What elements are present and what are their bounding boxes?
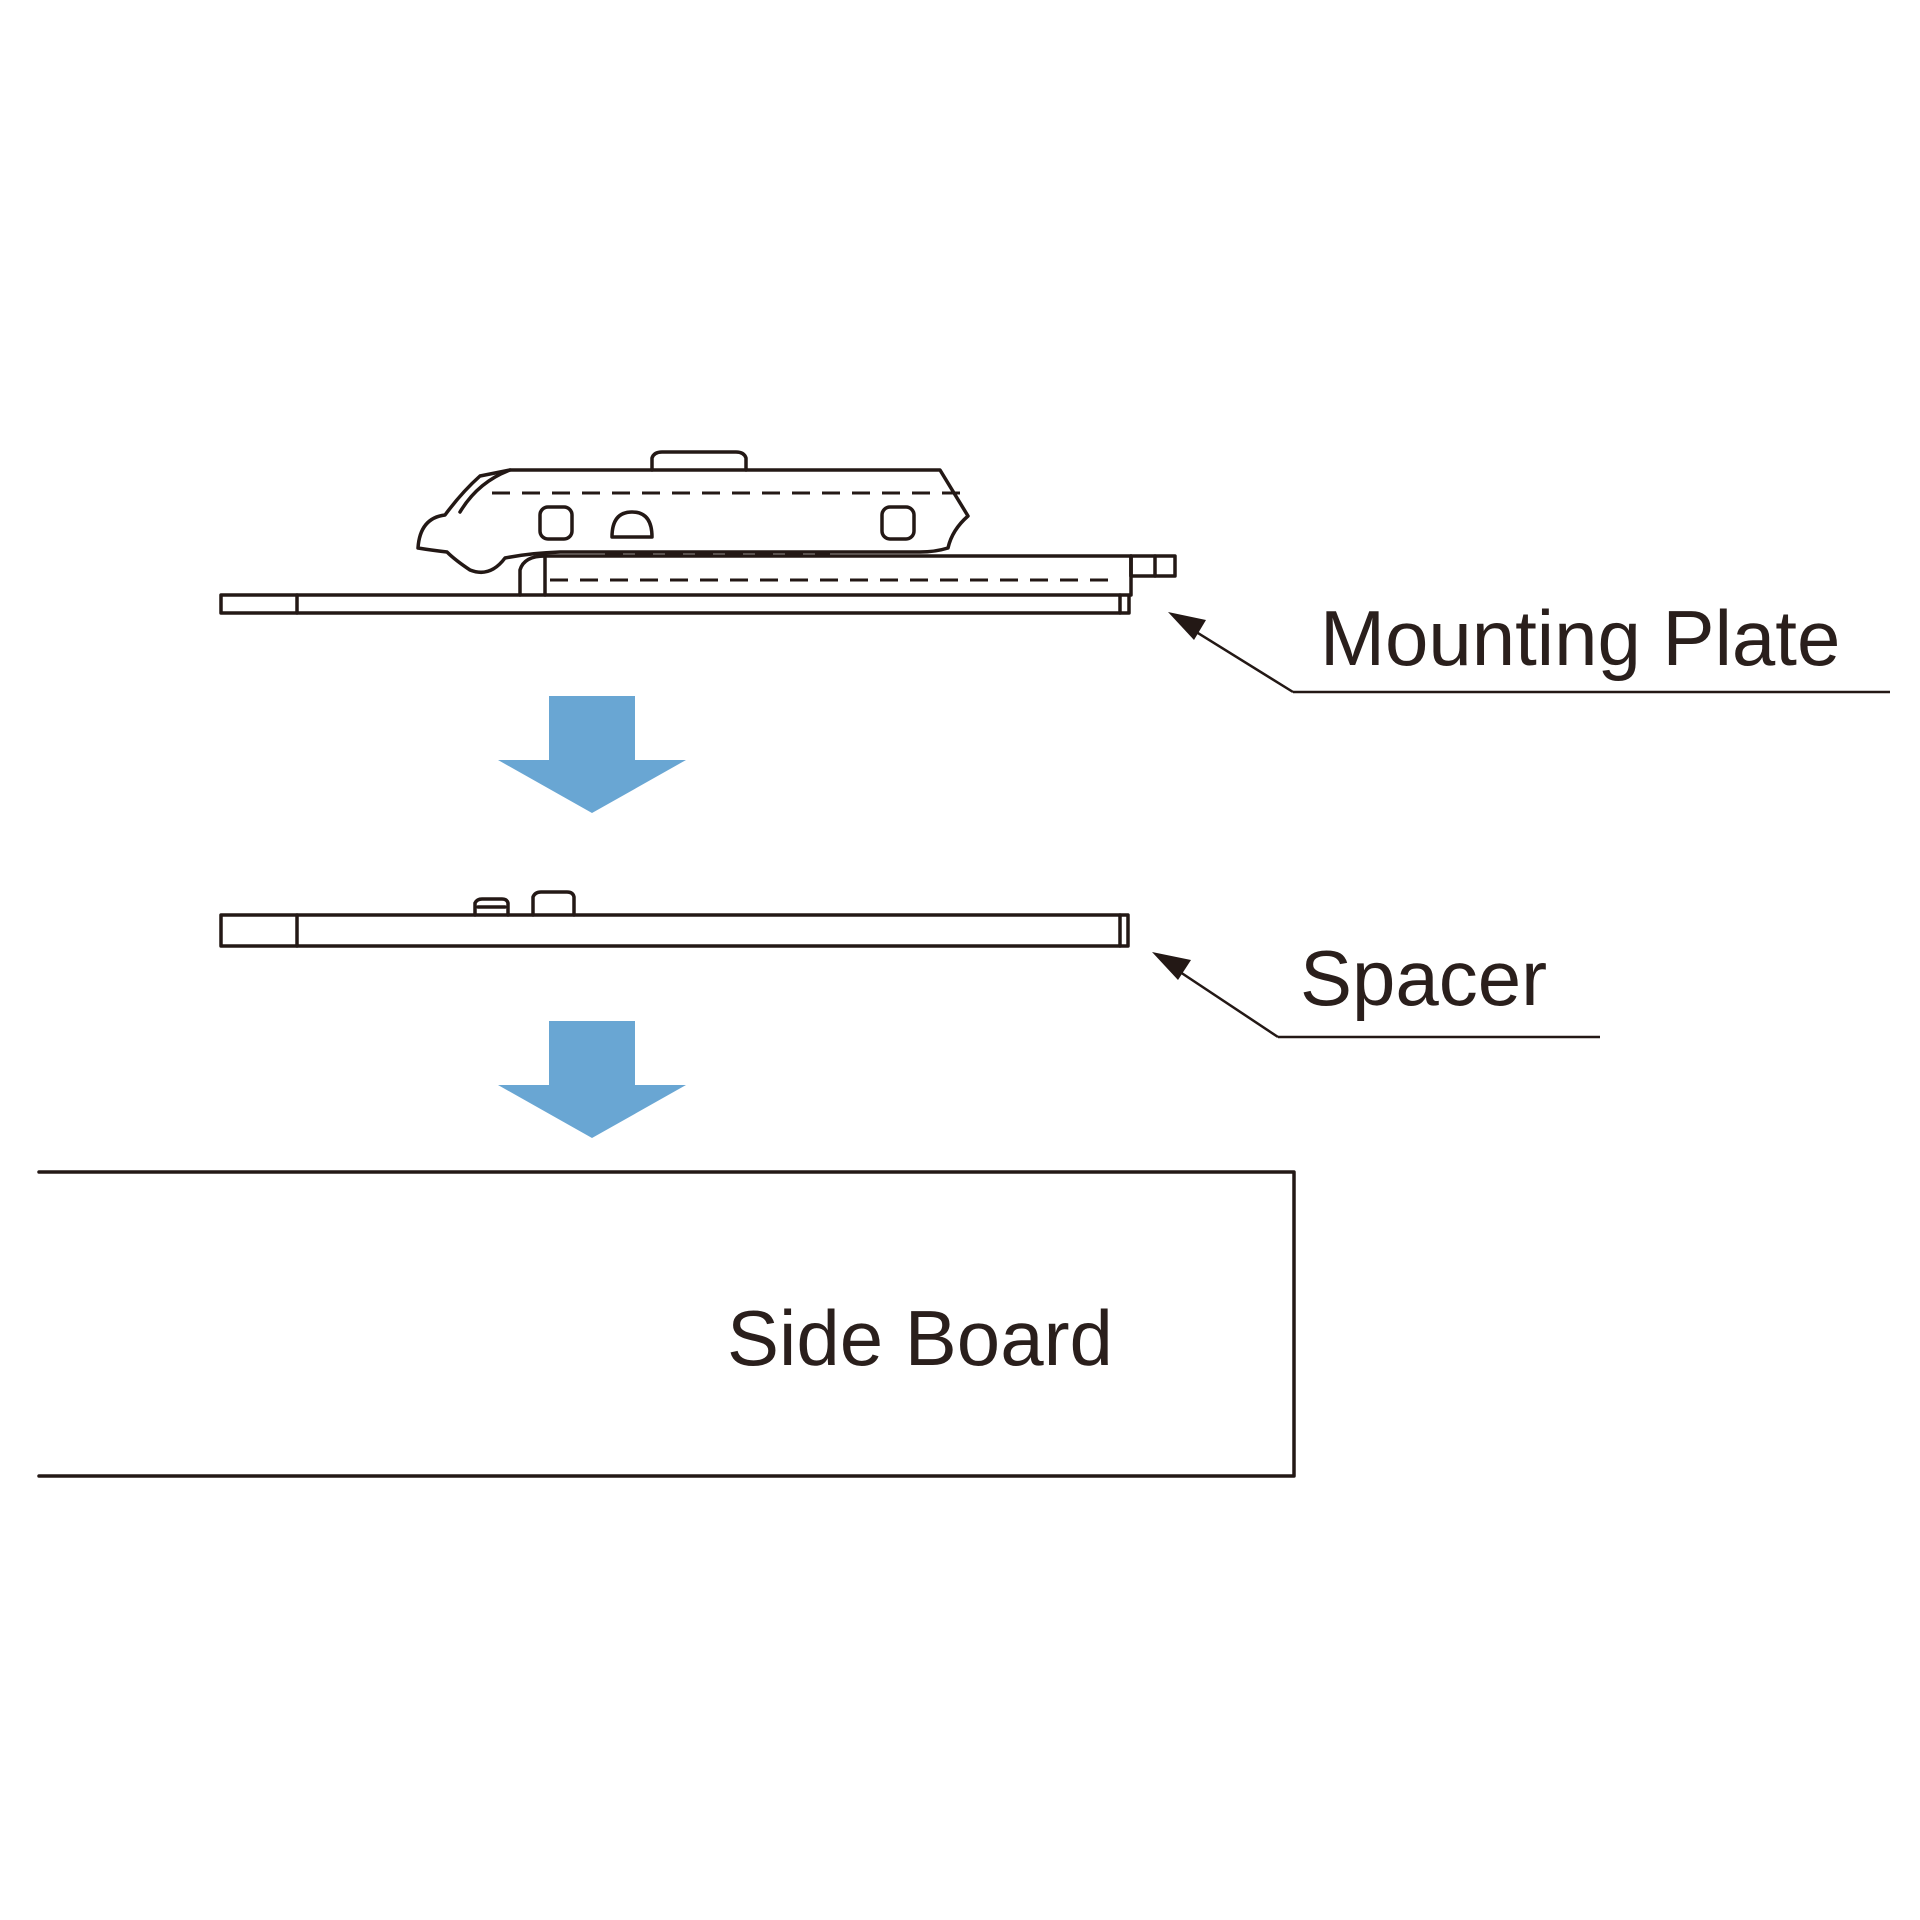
mounting-plate-hole-left <box>538 505 574 541</box>
mounting-plate-body <box>416 468 970 574</box>
spacer-label: Spacer <box>1300 934 1547 1022</box>
mounting-plate-slot <box>610 510 654 539</box>
mounting-plate-hole-right <box>880 505 916 541</box>
down-arrow-1 <box>498 696 686 813</box>
mounting-plate-callout: Mounting Plate <box>1168 594 1890 694</box>
mounting-plate-label: Mounting Plate <box>1320 594 1840 682</box>
side-board-drawing: Side Board <box>37 1170 1296 1478</box>
spacer-peg-left <box>473 897 510 917</box>
mounting-plate-drawing <box>219 450 1177 615</box>
mounting-plate-tab <box>1129 554 1177 578</box>
spacer-drawing <box>219 890 1130 948</box>
side-board-outline <box>37 1170 1296 1478</box>
mounting-plate-slide <box>518 554 1133 597</box>
side-board-label: Side Board <box>727 1294 1113 1382</box>
spacer-peg-right <box>531 890 576 917</box>
mounting-plate-cap <box>650 450 748 472</box>
spacer-callout: Spacer <box>1152 934 1600 1039</box>
spacer-bar <box>219 913 1130 948</box>
down-arrow-2 <box>498 1021 686 1138</box>
mounting-plate-base <box>219 593 1131 615</box>
